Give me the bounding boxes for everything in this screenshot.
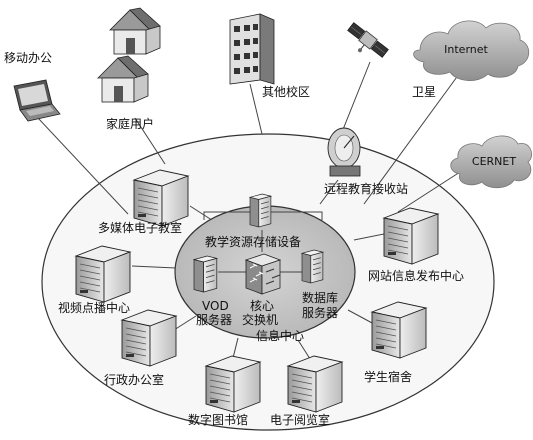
other-campus-label: 其他校区 [262,84,310,99]
core-switch-icon [244,253,282,295]
satellite-label: 卫星 [412,85,436,99]
connection-lines [37,61,463,363]
storage-server-icon [248,193,273,228]
core-switch-label-2: 交换机 [242,312,278,327]
internet-cloud: Internet [413,20,530,81]
storage-label: 教学资源存储设备 [205,234,301,249]
vod-server-icon [192,255,219,293]
cernet-label: CERNET [472,155,516,168]
reading-room-label: 电子阅览室 [270,412,330,427]
home-user-label: 家庭用户 [106,116,154,131]
multimedia-room-label: 多媒体电子教室 [98,220,182,235]
link-dormitory [347,309,375,325]
link-cernet [397,171,461,213]
link-internet [363,69,463,205]
building-icon [229,13,275,85]
dormitory-server-icon [370,301,428,359]
link-admin [173,315,197,331]
house-icon [97,55,149,103]
vod-server-label-1: VOD [202,299,229,313]
db-server-label-2: 服务器 [302,305,338,320]
dormitory-label: 学生宿舍 [364,369,412,384]
vod-center-label: 视频点播中心 [58,300,130,315]
link-home-user [134,117,166,165]
distance-edu-label: 远程教育接收站 [324,181,408,196]
vod-center-server-icon [74,245,132,303]
reading-server-icon [286,355,344,413]
link-vod-center [131,265,177,269]
core-switch-label-1: 核心 [250,299,274,313]
internet-label: Internet [444,43,488,56]
library-label: 数字图书馆 [188,412,248,427]
link-other-campus [249,83,263,135]
vod-server-label-2: 服务器 [196,312,232,327]
db-server-icon [300,249,325,284]
db-server-label-1: 数据库 [302,290,338,305]
house-icon [109,7,161,55]
satellite-icon [347,22,389,58]
satellite-dish-icon [327,127,361,177]
link-mobile-office [37,117,129,215]
link-web-center [353,233,385,241]
library-server-icon [204,355,262,413]
admin-office-label: 行政办公室 [104,372,164,387]
cernet-cloud: CERNET [450,135,532,189]
admin-server-icon [120,309,178,367]
link-distance-edu [319,179,339,205]
info-center-label: 信息中心 [256,328,304,343]
mobile-office-label: 移动办公 [4,50,52,65]
web-center-server-icon [382,207,440,265]
server-group [74,169,440,413]
multimedia-server-icon [132,169,190,227]
link-satellite [341,61,371,133]
web-center-label: 网站信息发布中心 [368,268,464,283]
laptop-icon [13,79,61,122]
